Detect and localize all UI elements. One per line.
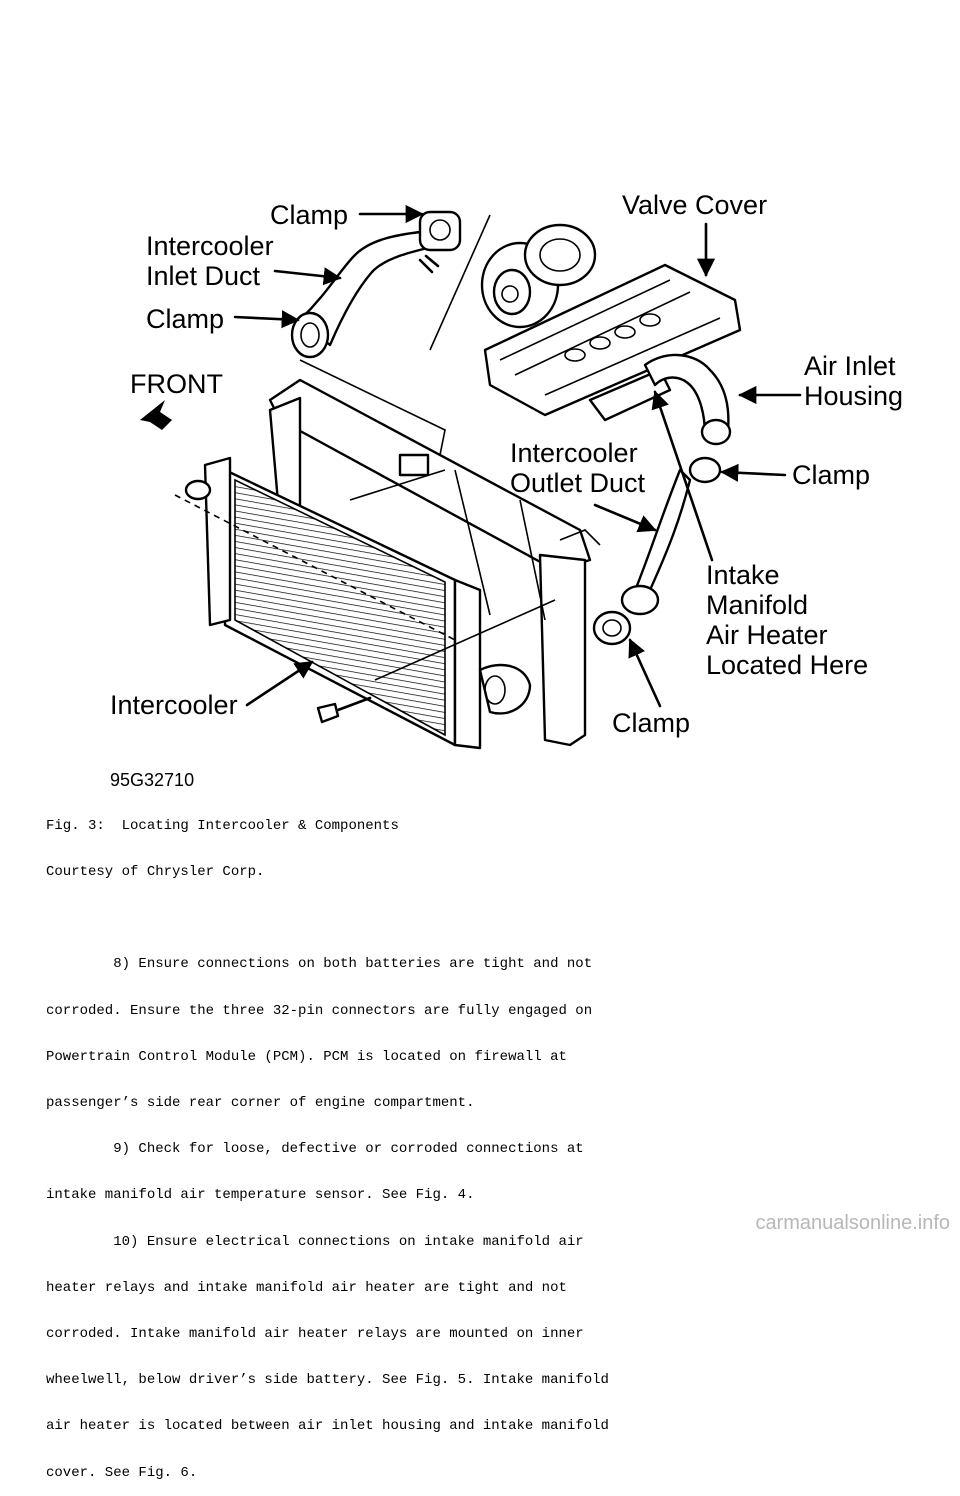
intercooler-figure: Clamp Intercooler Inlet Duct Clamp FRONT… — [110, 190, 903, 790]
intercooler-diagram: Clamp Intercooler Inlet Duct Clamp FRONT… — [110, 190, 903, 790]
engine-valve-cover — [480, 223, 742, 422]
radiator-support-frame — [268, 378, 601, 747]
label-heater-3: Air Heater — [706, 620, 828, 650]
label-heater-4: Located Here — [706, 650, 868, 680]
intercooler-core — [174, 456, 556, 750]
label-outlet-duct-2: Outlet Duct — [510, 468, 646, 498]
text-line: wheelwell, below driver’s side battery. … — [46, 1372, 609, 1389]
watermark: carmanualsonline.info — [755, 1212, 950, 1234]
label-valve-cover: Valve Cover — [622, 190, 767, 220]
leader-arrows — [233, 204, 802, 708]
label-heater-2: Manifold — [706, 590, 808, 620]
text-line: corroded. Ensure the three 32-pin connec… — [46, 1002, 593, 1019]
text-line — [46, 911, 926, 926]
front-arrow-icon — [140, 400, 172, 430]
label-intercooler: Intercooler — [110, 690, 238, 720]
air-inlet-housing — [643, 353, 732, 484]
valve-cover-bolts — [564, 313, 661, 362]
label-outlet-duct-1: Intercooler — [510, 438, 638, 468]
label-inlet-duct-1: Intercooler — [146, 231, 274, 261]
text-line: Fig. 3: Locating Intercooler & Component… — [46, 817, 399, 834]
procedure-text: Fig. 3: Locating Intercooler & Component… — [46, 788, 926, 1496]
label-clamp-right: Clamp — [792, 460, 870, 490]
label-inlet-duct-2: Inlet Duct — [146, 261, 261, 291]
label-clamp-bottom: Clamp — [612, 708, 690, 738]
label-heater-1: Intake — [706, 560, 780, 590]
label-clamp-top: Clamp — [270, 200, 348, 230]
text-line: cover. See Fig. 6. — [46, 1464, 198, 1481]
text-line: corroded. Intake manifold air heater rel… — [46, 1326, 584, 1343]
intercooler-outlet-duct — [592, 468, 692, 646]
text-line: Powertrain Control Module (PCM). PCM is … — [46, 1048, 567, 1065]
text-line: heater relays and intake manifold air he… — [46, 1279, 567, 1296]
text-line: 8) Ensure connections on both batteries … — [46, 956, 593, 973]
label-front: FRONT — [130, 369, 223, 399]
label-air-inlet-2: Housing — [804, 381, 903, 411]
text-line: air heater is located between air inlet … — [46, 1418, 609, 1435]
text-line: 9) Check for loose, defective or corrode… — [46, 1141, 584, 1158]
label-clamp-mid: Clamp — [146, 304, 224, 334]
figure-code: 95G32710 — [110, 770, 194, 790]
text-line: Courtesy of Chrysler Corp. — [46, 864, 265, 881]
text-line: passenger’s side rear corner of engine c… — [46, 1095, 475, 1112]
text-line: intake manifold air temperature sensor. … — [46, 1187, 475, 1204]
text-line: 10) Ensure electrical connections on int… — [46, 1233, 584, 1250]
label-air-inlet-1: Air Inlet — [804, 351, 896, 381]
